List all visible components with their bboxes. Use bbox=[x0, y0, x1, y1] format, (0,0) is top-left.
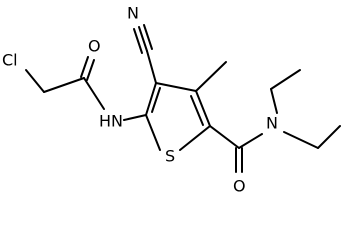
bond-c3-methyl bbox=[195, 61, 227, 92]
bond-ch2-co bbox=[43, 77, 85, 93]
atom-ring-sulfur-label: S bbox=[165, 147, 175, 166]
bond-c2-carbonyl bbox=[209, 125, 240, 149]
bond-nh-c5 bbox=[123, 114, 147, 121]
bond-co-o-double-b bbox=[86, 59, 95, 81]
bond-ethyl2-ch3 bbox=[317, 125, 341, 149]
bond-cn-triple-c bbox=[133, 28, 143, 54]
atom-carboxamide-nitrogen-label: N bbox=[266, 114, 278, 133]
bond-s-c5 bbox=[145, 114, 161, 151]
bond-c5-c4-double-a bbox=[145, 82, 157, 116]
atom-amide-oxygen-label: O bbox=[88, 37, 101, 56]
bond-c3-c2-double-b bbox=[190, 95, 204, 126]
atom-carboxamide-oxygen-label: O bbox=[233, 177, 246, 196]
bond-carbonyl-n bbox=[238, 133, 263, 149]
bond-n-ethyl1-ch2 bbox=[270, 88, 278, 114]
bond-cl-ch2 bbox=[25, 69, 45, 93]
chemical-structure-diagram: Cl O HN N S O N bbox=[2, 4, 341, 196]
atom-nitrile-nitrogen-label: N bbox=[127, 4, 139, 23]
bond-c2-s bbox=[179, 125, 211, 151]
atom-chlorine-label: Cl bbox=[2, 51, 18, 70]
atom-amide-nh-label: HN bbox=[99, 112, 123, 131]
bond-c5-c4-double-b bbox=[151, 87, 161, 113]
bond-co-o-double-a bbox=[80, 56, 89, 78]
bond-c4-cn bbox=[146, 50, 157, 84]
bond-c4-c3 bbox=[155, 82, 197, 92]
bond-co-nh bbox=[83, 77, 105, 110]
bond-cn-triple-b bbox=[143, 24, 153, 50]
bond-lines bbox=[25, 24, 341, 173]
bond-ethyl1-ch3 bbox=[270, 69, 301, 90]
bond-c3-c2-double-a bbox=[195, 90, 211, 127]
bond-n-ethyl2-ch2 bbox=[283, 131, 319, 149]
atom-labels: Cl O HN N S O N bbox=[2, 4, 278, 196]
bond-cn-triple-a bbox=[138, 26, 148, 52]
